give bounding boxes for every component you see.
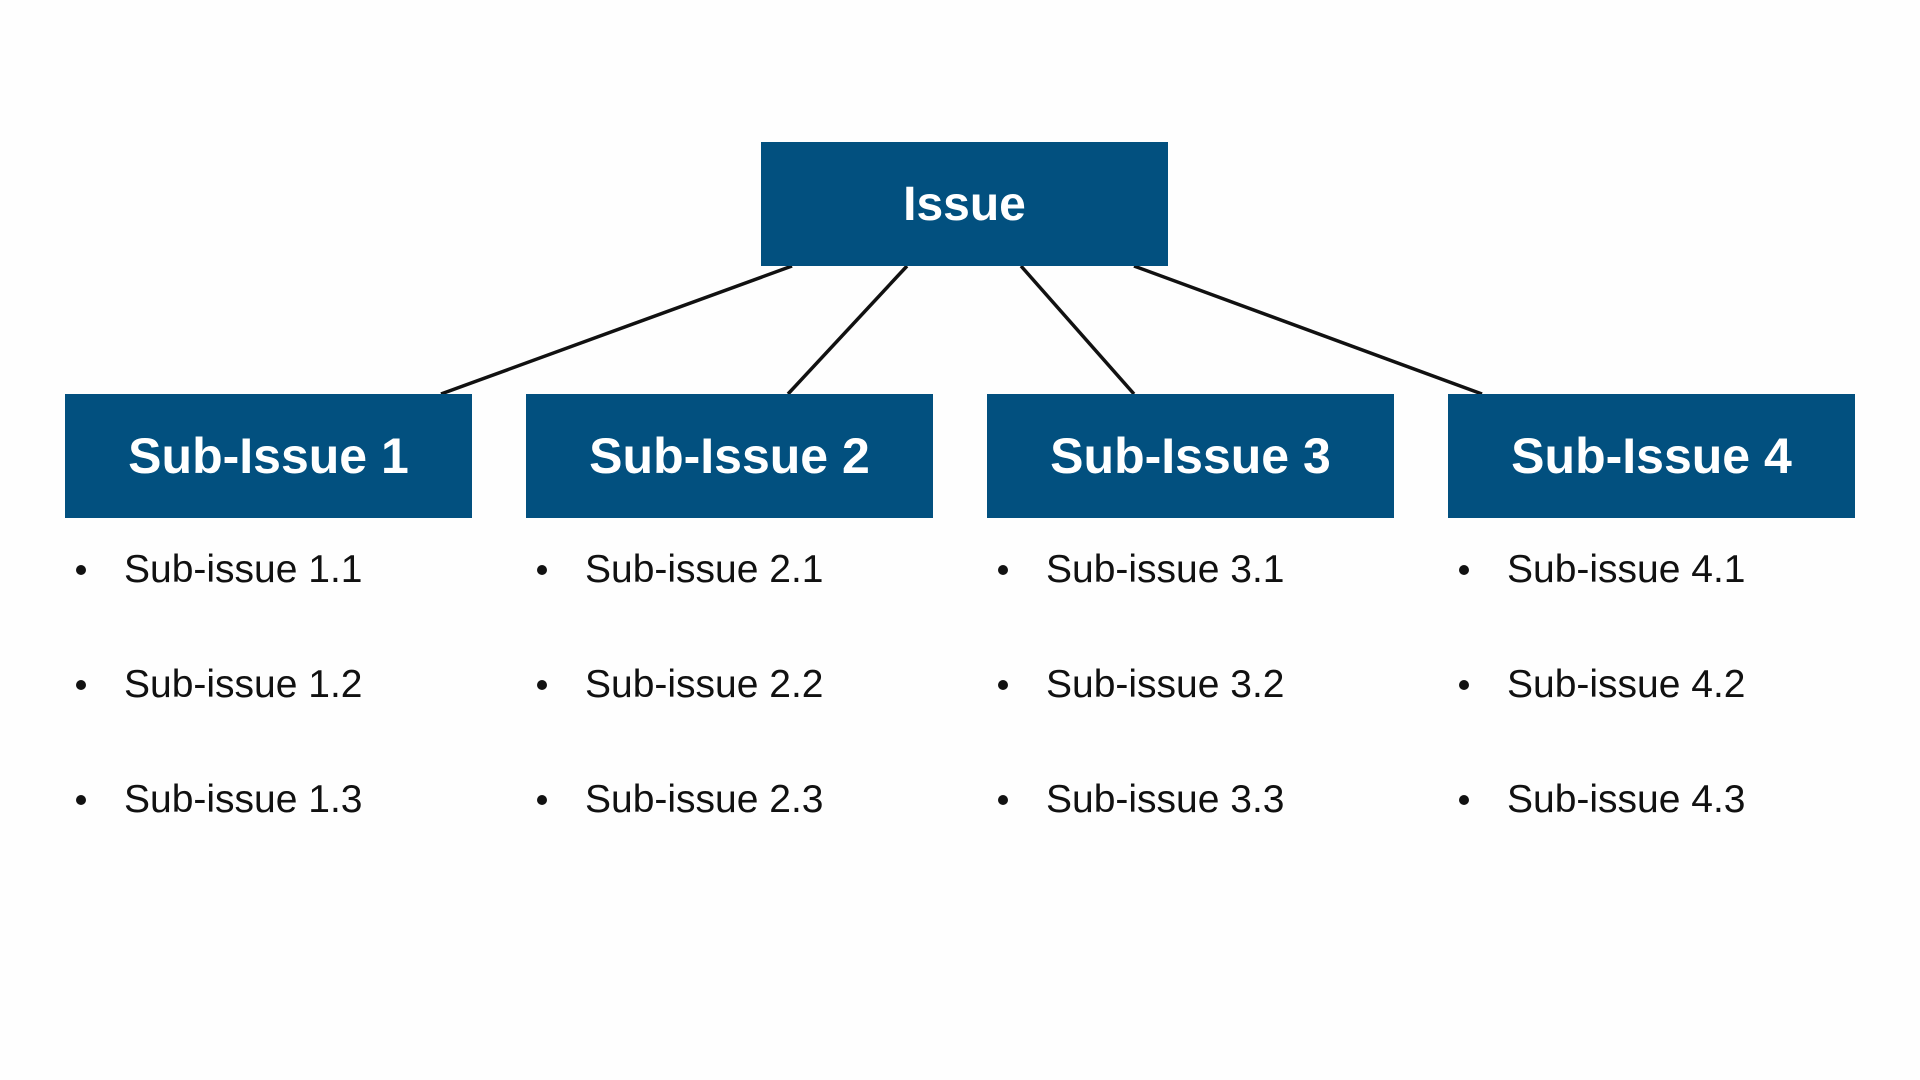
sub-issue-3-label: Sub-Issue 3 [1050,428,1331,484]
bullet-icon [998,795,1008,805]
list-item-label: Sub-issue 4.1 [1507,548,1746,591]
list-item: Sub-issue 2.1 [531,540,931,655]
sub-issue-1-list: Sub-issue 1.1 Sub-issue 1.2 Sub-issue 1.… [70,540,470,885]
list-item: Sub-issue 3.3 [992,770,1392,885]
sub-issue-1-box: Sub-Issue 1 [65,394,472,518]
sub-issue-4-label: Sub-Issue 4 [1511,428,1792,484]
list-item-label: Sub-issue 2.2 [585,663,824,706]
bullet-icon [537,795,547,805]
connector-line-3 [1019,264,1136,396]
bullet-icon [76,795,86,805]
sub-issue-2-list: Sub-issue 2.1 Sub-issue 2.2 Sub-issue 2.… [531,540,931,885]
sub-issue-4-box: Sub-Issue 4 [1448,394,1855,518]
list-item-label: Sub-issue 2.3 [585,778,824,821]
sub-issue-1-label: Sub-Issue 1 [128,428,409,484]
list-item: Sub-issue 3.1 [992,540,1392,655]
list-item: Sub-issue 2.3 [531,770,931,885]
list-item-label: Sub-issue 1.3 [124,778,363,821]
list-item-label: Sub-issue 1.1 [124,548,363,591]
sub-issue-2-box: Sub-Issue 2 [526,394,933,518]
list-item-label: Sub-issue 4.2 [1507,663,1746,706]
root-issue-box: Issue [761,142,1168,266]
list-item: Sub-issue 1.2 [70,655,470,770]
list-item-label: Sub-issue 2.1 [585,548,824,591]
bullet-icon [1459,795,1469,805]
bullet-icon [998,565,1008,575]
list-item-label: Sub-issue 1.2 [124,663,363,706]
bullet-icon [76,565,86,575]
bullet-icon [537,565,547,575]
list-item: Sub-issue 1.1 [70,540,470,655]
list-item-label: Sub-issue 4.3 [1507,778,1746,821]
sub-issue-2-label: Sub-Issue 2 [589,428,870,484]
connector-line-1 [440,264,793,396]
bullet-icon [76,680,86,690]
bullet-icon [1459,680,1469,690]
list-item: Sub-issue 3.2 [992,655,1392,770]
list-item: Sub-issue 4.3 [1453,770,1853,885]
sub-issue-3-list: Sub-issue 3.1 Sub-issue 3.2 Sub-issue 3.… [992,540,1392,885]
root-issue-label: Issue [903,177,1026,231]
list-item: Sub-issue 2.2 [531,655,931,770]
bullet-icon [537,680,547,690]
connector-line-4 [1133,264,1483,396]
bullet-icon [998,680,1008,690]
sub-issue-3-box: Sub-Issue 3 [987,394,1394,518]
list-item: Sub-issue 4.1 [1453,540,1853,655]
bullet-icon [1459,565,1469,575]
list-item: Sub-issue 1.3 [70,770,470,885]
connector-line-2 [786,264,909,396]
sub-issue-4-list: Sub-issue 4.1 Sub-issue 4.2 Sub-issue 4.… [1453,540,1853,885]
list-item: Sub-issue 4.2 [1453,655,1853,770]
list-item-label: Sub-issue 3.1 [1046,548,1285,591]
list-item-label: Sub-issue 3.2 [1046,663,1285,706]
list-item-label: Sub-issue 3.3 [1046,778,1285,821]
